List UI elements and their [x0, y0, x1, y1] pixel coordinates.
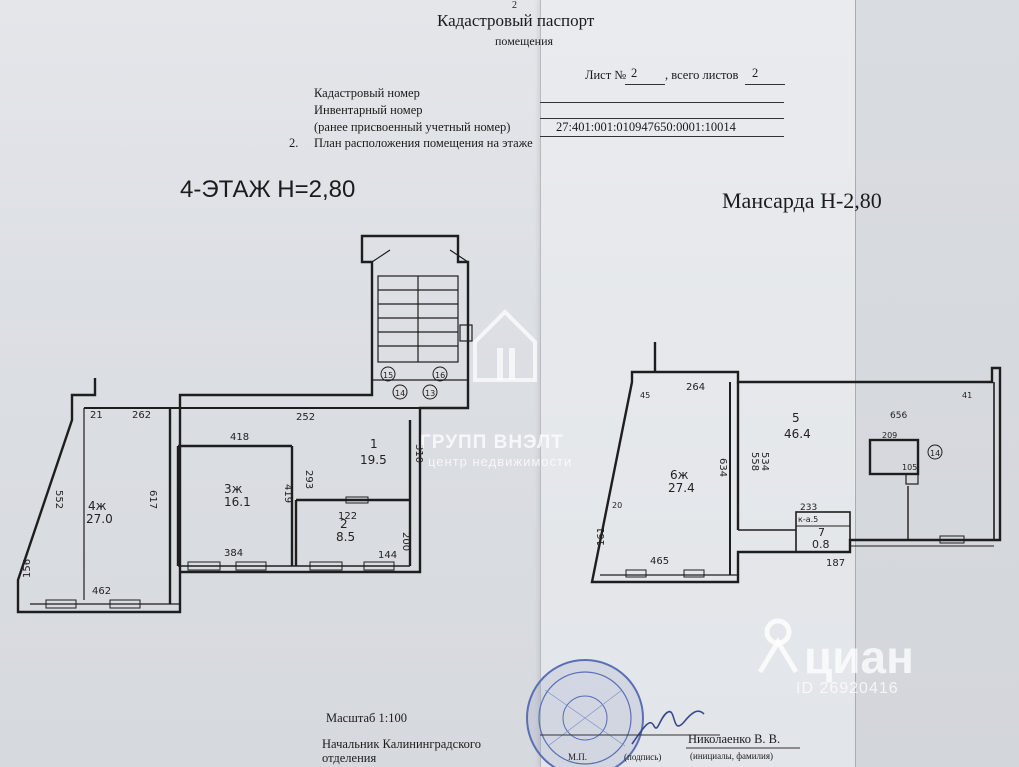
- attic-mark-14: 14: [930, 449, 940, 458]
- dim-122: 122: [338, 511, 357, 522]
- cadastral-number-label: Кадастровый номер: [314, 86, 420, 100]
- dim-144: 144: [378, 550, 397, 561]
- position-line-1: Начальник Калининградского: [322, 737, 481, 751]
- dim-264: 264: [686, 382, 705, 393]
- dim-105: 105: [902, 463, 917, 472]
- sheet-label: Лист №: [585, 68, 627, 82]
- signer-name: Николаенко В. В.: [688, 732, 781, 746]
- inventory-number-label: Инвентарный номер: [314, 103, 423, 117]
- dim-262: 262: [132, 410, 151, 421]
- room-2-number: 2: [340, 517, 348, 531]
- listing-id-watermark: ID 26920416: [796, 680, 899, 697]
- dim-161: 161: [596, 527, 607, 546]
- stair-mark-15: 15: [383, 371, 393, 380]
- total-sheets-value: 2: [752, 66, 759, 80]
- dim-419: 419: [282, 484, 293, 503]
- stamp-label: М.П.: [568, 752, 588, 762]
- room-3-number: 3ж: [224, 482, 243, 496]
- floor-4-plan: [16, 234, 473, 614]
- room-6-number: 6ж: [670, 468, 689, 482]
- dim-462: 462: [92, 586, 111, 597]
- dim-418: 418: [230, 432, 249, 443]
- floor-4-annotations: 4ж 27.0 3ж 16.1 1 19.5 2 8.5 262 252 418…: [22, 371, 445, 597]
- dim-310: 310: [413, 444, 424, 463]
- cian-logo-icon: [757, 618, 799, 679]
- dim-656: 656: [890, 411, 907, 421]
- middle-sheet: [540, 0, 861, 767]
- right-sheet: [855, 0, 1019, 767]
- room-6-area: 27.4: [668, 481, 695, 495]
- room-7-number: 7: [818, 526, 825, 539]
- room-2-area: 8.5: [336, 530, 355, 544]
- dim-45: 45: [640, 391, 650, 400]
- room-1-area: 19.5: [360, 453, 387, 467]
- room-4-area: 27.0: [86, 512, 113, 526]
- previous-number-value: 27:401:001:010947650:0001:10014: [556, 120, 736, 134]
- agency-watermark: ГРУПП ВНЭЛТ: [420, 432, 564, 453]
- stair-mark-13: 13: [425, 389, 435, 398]
- agency-logo-icon: [470, 302, 540, 382]
- signature-mark: [631, 710, 705, 745]
- room-5-number: 5: [792, 411, 800, 425]
- dim-552: 552: [53, 490, 64, 509]
- dim-634: 634: [717, 458, 728, 477]
- document-subtitle: помещения: [495, 34, 554, 48]
- dim-617: 617: [147, 490, 158, 509]
- dim-558: 558: [749, 452, 760, 471]
- attic-title: Мансарда H-2,80: [722, 188, 882, 213]
- document-title: Кадастровый паспорт: [437, 11, 595, 30]
- attic-plan: [590, 342, 1002, 584]
- room-7-area: 0.8: [812, 538, 830, 551]
- position-line-2: отделения: [322, 751, 377, 765]
- attic-mark-ka5: к-а.5: [798, 515, 818, 524]
- dim-209: 209: [882, 431, 897, 440]
- dim-20: 20: [612, 501, 622, 510]
- signer-name-caption: (инициалы, фамилия): [690, 751, 773, 761]
- dim-200: 200: [400, 532, 411, 551]
- total-sheets-label: , всего листов: [665, 68, 739, 82]
- stair-mark-14: 14: [395, 389, 405, 398]
- attic-annotations: 6ж 27.4 5 46.4 7 0.8 264 45 558 534 634 …: [596, 382, 972, 569]
- dim-534: 534: [759, 452, 770, 471]
- room-3-area: 16.1: [224, 495, 251, 509]
- sheet-value: 2: [631, 66, 638, 80]
- stair-mark-16: 16: [435, 371, 445, 380]
- dim-156: 156: [22, 559, 33, 578]
- dim-41: 41: [962, 391, 972, 400]
- plan-label: План расположения помещения на этаже: [314, 136, 533, 150]
- dim-233: 233: [800, 503, 817, 513]
- room-4-number: 4ж: [88, 499, 107, 513]
- room-1-number: 1: [370, 437, 378, 451]
- previous-number-label: (ранее присвоенный учетный номер): [314, 120, 511, 134]
- page-number: 2: [512, 0, 517, 11]
- dim-187: 187: [826, 558, 845, 569]
- floor-4-title: 4-ЭТАЖ H=2,80: [180, 176, 356, 203]
- cian-watermark: циан: [804, 631, 914, 683]
- plan-index: 2.: [289, 136, 299, 150]
- official-stamp: [526, 659, 644, 767]
- signature-caption: (подпись): [624, 752, 662, 762]
- dim-465: 465: [650, 556, 669, 567]
- agency-tagline-watermark: центр недвижимости: [428, 454, 573, 469]
- scale-label: Масштаб 1:100: [326, 711, 407, 725]
- dim-293: 293: [303, 470, 314, 489]
- room-5-area: 46.4: [784, 427, 811, 441]
- dim-384: 384: [224, 548, 243, 559]
- dim-252: 252: [296, 412, 315, 423]
- dim-21: 21: [90, 410, 103, 421]
